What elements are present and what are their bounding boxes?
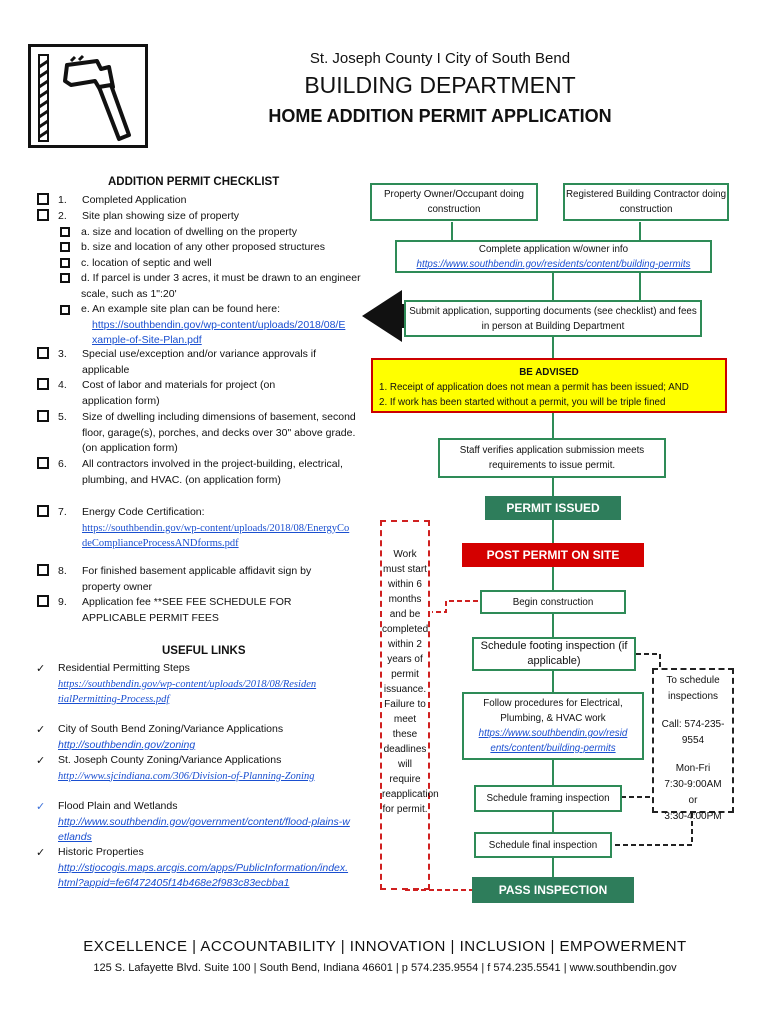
checkbox-item-6[interactable]	[37, 457, 49, 469]
sub-item-e: e. An example site plan can be found her…	[81, 302, 371, 349]
checklist-item-8: 8. For finished basement applicable affi…	[58, 565, 312, 593]
county-city-label: St. Joseph County I City of South Bend	[309, 50, 571, 67]
checkmark-icon: ✓	[36, 847, 46, 859]
checklist-item-3: 3. Special use/exception and/or variance…	[58, 348, 317, 376]
page-title: HOME ADDITION PERMIT APPLICATION	[268, 106, 612, 126]
link-county-zoning: St. Joseph County Zoning/Variance Applic…	[58, 754, 315, 782]
checkmark-icon: ✓	[36, 663, 46, 675]
checkbox-item-4[interactable]	[37, 378, 49, 390]
checkbox-item-3[interactable]	[37, 347, 49, 359]
be-advised-box: BE ADVISED 1. Receipt of application doe…	[371, 358, 727, 413]
trade-permits-link[interactable]: https://www.southbendin.gov/residents/co…	[478, 728, 628, 754]
checkbox-sub-a[interactable]	[60, 227, 70, 237]
checkmark-icon: ✓	[36, 755, 46, 767]
permit-issued-banner: PERMIT ISSUED	[485, 496, 621, 520]
link-flood-plain: Flood Plain and Wetlands http://www.sout…	[58, 800, 350, 843]
checkbox-sub-b[interactable]	[60, 242, 70, 252]
site-plan-example-link[interactable]: https://southbendin.gov/wp-content/uploa…	[92, 318, 346, 347]
checklist-item-1: 1. Completed Application	[58, 194, 187, 206]
department-name: BUILDING DEPARTMENT	[304, 72, 576, 98]
footer-address: 125 S. Lafayette Blvd. Suite 100 | South…	[93, 962, 677, 974]
checkbox-item-9[interactable]	[37, 595, 49, 607]
link-residential-permitting: Residential Permitting Steps https://sou…	[58, 662, 317, 705]
submit-application-box: Submit application, supporting documents…	[404, 300, 702, 337]
checklist-title: ADDITION PERMIT CHECKLIST	[108, 176, 280, 188]
checkbox-item-1[interactable]	[37, 193, 49, 205]
useful-links-title: USEFUL LINKS	[162, 645, 246, 657]
owner-doing-construction-box: Property Owner/Occupant doing constructi…	[370, 183, 538, 221]
checklist-item-5: 5. Size of dwelling including dimensions…	[58, 411, 356, 454]
link-city-zoning: City of South Bend Zoning/Variance Appli…	[58, 723, 284, 751]
footing-inspection-box: Schedule footing inspection (if applicab…	[472, 637, 636, 671]
checkbox-sub-e[interactable]	[60, 305, 70, 315]
checklist-item-9: 9. Application fee **SEE FEE SCHEDULE FO…	[58, 596, 292, 624]
sub-item-a: a. size and location of dwelling on the …	[81, 226, 297, 238]
checklist-item-6: 6. All contractors involved in the proje…	[58, 458, 343, 486]
checkbox-sub-d[interactable]	[60, 273, 70, 283]
work-deadline-note: Work must start within 6 months and be c…	[380, 520, 439, 890]
checkbox-item-8[interactable]	[37, 564, 49, 576]
checkbox-item-7[interactable]	[37, 505, 49, 517]
sub-item-b: b. size and location of any other propos…	[81, 241, 325, 253]
building-permits-link[interactable]: https://www.southbendin.gov/residents/co…	[416, 258, 691, 270]
post-permit-banner: POST PERMIT ON SITE	[462, 543, 644, 567]
checklist-item-2: 2. Site plan showing size of property	[58, 210, 240, 222]
sub-item-d: d. If parcel is under 3 acres, it must b…	[81, 272, 361, 300]
checkbox-sub-c[interactable]	[60, 258, 70, 268]
department-logo	[28, 44, 148, 148]
complete-application-box: Complete application w/owner info https:…	[395, 240, 712, 273]
final-inspection-box: Schedule final inspection	[474, 832, 612, 858]
energy-code-link[interactable]: https://southbendin.gov/wp-content/uploa…	[82, 522, 350, 550]
sub-item-c: c. location of septic and well	[81, 257, 212, 269]
checkbox-item-5[interactable]	[37, 410, 49, 422]
staff-verifies-box: Staff verifies application submission me…	[438, 438, 666, 478]
follow-procedures-box: Follow procedures for Electrical, Plumbi…	[462, 692, 644, 760]
hammer-nail-icon	[38, 54, 131, 142]
pass-inspection-banner: PASS INSPECTION	[472, 877, 634, 903]
footer-values: EXCELLENCE | ACCOUNTABILITY | INNOVATION…	[83, 938, 687, 955]
checklist-item-7: 7. Energy Code Certification: https://so…	[58, 505, 354, 552]
link-historic-properties: Historic Properties http://stjocogis.map…	[58, 846, 349, 889]
checkbox-item-2[interactable]	[37, 209, 49, 221]
checkmark-icon: ✓	[36, 724, 46, 736]
framing-inspection-box: Schedule framing inspection	[474, 785, 622, 812]
begin-construction-box: Begin construction	[480, 590, 626, 614]
checkmark-icon: ✓	[36, 801, 46, 813]
checklist-item-4: 4. Cost of labor and materials for proje…	[58, 379, 276, 407]
schedule-inspections-note: To schedule inspections Call: 574-235-95…	[652, 668, 734, 822]
contractor-doing-construction-box: Registered Building Contractor doing con…	[563, 183, 729, 221]
